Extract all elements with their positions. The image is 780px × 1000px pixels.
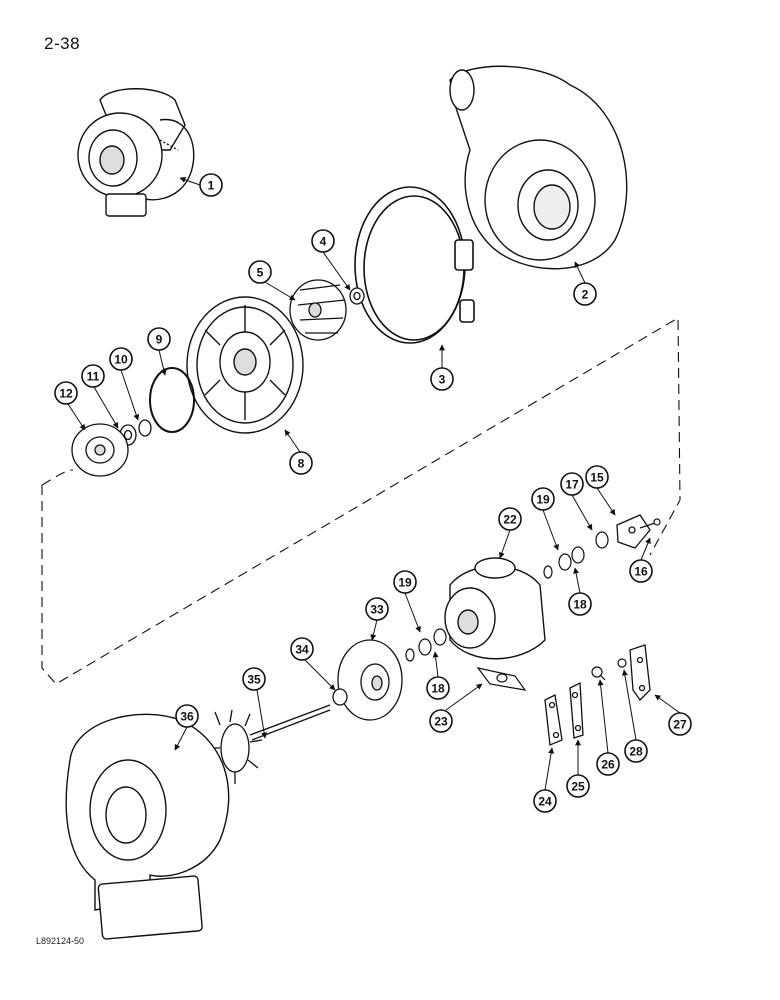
svg-text:8: 8 xyxy=(298,457,305,471)
center-housing xyxy=(444,557,546,660)
svg-text:26: 26 xyxy=(601,758,615,772)
leader-lines xyxy=(67,176,681,791)
backplate xyxy=(186,296,304,434)
compressor-housing xyxy=(449,65,628,270)
callout-33: 33 xyxy=(365,597,389,621)
svg-text:16: 16 xyxy=(634,565,648,579)
flange-plate xyxy=(616,514,651,549)
callout-19-lower: 19 xyxy=(393,570,417,594)
piston-ring xyxy=(332,688,348,706)
callout-4: 4 xyxy=(311,229,335,253)
callout-26: 26 xyxy=(596,752,620,776)
callout-3: 3 xyxy=(430,367,454,391)
callout-36: 36 xyxy=(175,704,199,728)
svg-text:18: 18 xyxy=(573,598,587,612)
gasket xyxy=(476,667,527,691)
callout-35: 35 xyxy=(242,667,266,691)
svg-text:19: 19 xyxy=(536,493,550,507)
turbine-housing xyxy=(65,713,230,940)
v-band-clamp xyxy=(354,186,475,344)
journal-bearing-lower xyxy=(405,628,447,662)
svg-text:33: 33 xyxy=(370,603,384,617)
callout-1: 1 xyxy=(199,173,223,197)
svg-text:4: 4 xyxy=(320,235,327,249)
callout-19-upper: 19 xyxy=(531,487,555,511)
svg-text:2: 2 xyxy=(582,288,589,302)
callout-18-upper: 18 xyxy=(568,592,592,616)
washer xyxy=(595,531,609,549)
svg-text:17: 17 xyxy=(565,478,579,492)
screw-26 xyxy=(591,666,606,681)
svg-text:12: 12 xyxy=(59,387,73,401)
svg-text:27: 27 xyxy=(673,718,687,732)
turbocharger-assembly xyxy=(77,88,195,217)
callout-23: 23 xyxy=(429,709,453,733)
svg-text:19: 19 xyxy=(398,576,412,590)
callout-34: 34 xyxy=(290,637,314,661)
svg-text:10: 10 xyxy=(114,353,128,367)
callout-10: 10 xyxy=(109,347,133,371)
svg-text:11: 11 xyxy=(87,370,100,384)
callout-11: 11 xyxy=(81,364,105,388)
o-ring xyxy=(149,367,195,433)
svg-text:25: 25 xyxy=(571,780,585,794)
bracket-24 xyxy=(544,694,563,746)
thrust-disk xyxy=(71,423,129,477)
image-code: L892124-50 xyxy=(36,936,85,946)
journal-bearing-upper xyxy=(543,546,585,579)
callout-18-lower: 18 xyxy=(426,676,450,700)
svg-text:36: 36 xyxy=(180,710,194,724)
page-number: 2-38 xyxy=(44,34,81,53)
callout-25: 25 xyxy=(566,774,590,798)
callouts: 1 2 3 4 5 8 9 10 11 12 15 16 17 18 19 22… xyxy=(54,173,692,813)
alignment-dashed-line xyxy=(41,317,681,685)
bracket-27 xyxy=(629,644,651,702)
callout-5: 5 xyxy=(248,260,272,284)
heat-shield xyxy=(337,639,403,721)
callout-2: 2 xyxy=(573,282,597,306)
svg-text:34: 34 xyxy=(295,643,309,657)
svg-text:5: 5 xyxy=(257,266,264,280)
turbine-wheel-and-shaft xyxy=(208,704,331,784)
svg-text:18: 18 xyxy=(431,682,445,696)
compressor-wheel xyxy=(289,279,347,341)
cap-screw xyxy=(639,518,661,529)
svg-text:9: 9 xyxy=(156,333,163,347)
lock-washer-28 xyxy=(617,658,627,668)
svg-text:1: 1 xyxy=(208,179,215,193)
svg-text:22: 22 xyxy=(503,513,517,527)
callout-15: 15 xyxy=(585,465,609,489)
bracket-25 xyxy=(569,681,584,739)
svg-text:28: 28 xyxy=(629,745,643,759)
svg-text:15: 15 xyxy=(590,471,604,485)
callout-8: 8 xyxy=(289,451,313,475)
callout-17: 17 xyxy=(560,472,584,496)
callout-28: 28 xyxy=(624,739,648,763)
seal-ring xyxy=(138,419,152,437)
svg-text:3: 3 xyxy=(439,373,446,387)
callout-12: 12 xyxy=(54,381,78,405)
svg-text:24: 24 xyxy=(538,795,552,809)
callout-27: 27 xyxy=(668,712,692,736)
callout-24: 24 xyxy=(533,789,557,813)
nut xyxy=(349,287,365,305)
svg-text:23: 23 xyxy=(434,715,448,729)
callout-16: 16 xyxy=(629,559,653,583)
callout-22: 22 xyxy=(498,507,522,531)
svg-text:35: 35 xyxy=(247,673,261,687)
callout-9: 9 xyxy=(147,327,171,351)
